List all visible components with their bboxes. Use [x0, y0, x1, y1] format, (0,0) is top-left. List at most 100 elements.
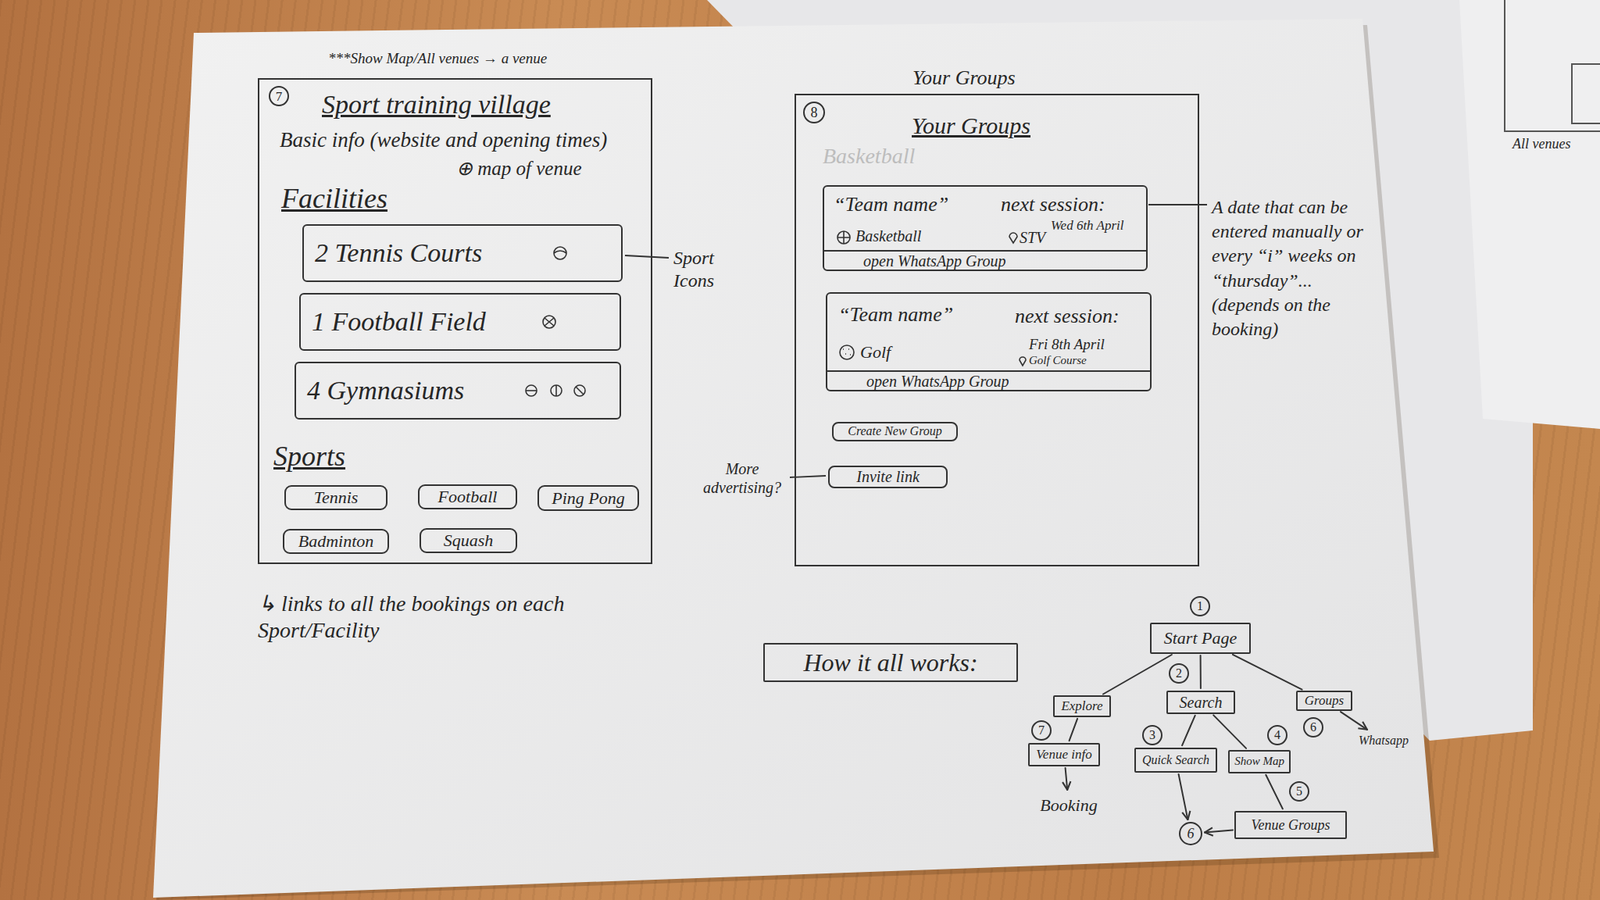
flow-connector	[1182, 715, 1196, 746]
flow-box: Groups	[1296, 690, 1353, 711]
annotation: Sport Icons	[673, 246, 736, 293]
pin-icon	[1009, 232, 1018, 243]
screen-heading: Your Groups	[912, 65, 1016, 90]
box-label: Search	[1179, 693, 1223, 712]
right-sheet	[1459, 0, 1600, 429]
circle-node: 6	[1178, 821, 1203, 846]
node-text: Sport training village	[321, 89, 551, 120]
flow-connector	[1200, 655, 1202, 689]
phone-frame: Sport training villageBasic info (websit…	[257, 78, 653, 565]
ball-icon	[550, 385, 562, 397]
phone-frame: Your GroupsBasketball“Team name”next ses…	[794, 93, 1200, 567]
annotation: ↳ links to all the bookings on each Spor…	[257, 590, 586, 643]
box-label: Venue info	[1035, 746, 1092, 763]
ball-seam	[553, 250, 567, 254]
callout-number: 4	[1267, 725, 1288, 746]
node-text: Your Groups	[911, 112, 1031, 140]
flow-box: Venue info	[1028, 742, 1100, 767]
flow-connector	[1265, 775, 1283, 810]
basketball-icon	[837, 231, 850, 244]
node-text: “Team name”	[833, 192, 949, 217]
callout-number: 7	[268, 85, 290, 107]
node-text: next session:	[1000, 192, 1106, 217]
sport-pill: Tennis	[284, 485, 388, 511]
node-text: Fri 8th April	[1028, 335, 1105, 354]
ball-icon	[553, 246, 567, 260]
flow-connector	[1103, 654, 1172, 695]
box-label: Quick Search	[1142, 753, 1210, 768]
box-label: Football	[438, 486, 498, 507]
facility-box: 2 Tennis Courts	[302, 224, 623, 283]
note-text: ***Show Map/All venues → a venue	[328, 50, 547, 68]
ball-icon	[574, 385, 586, 397]
box-label: Tennis	[314, 487, 359, 508]
node-text: Sports	[273, 440, 346, 473]
node-text: Facilities	[281, 182, 388, 215]
callout-number: 2	[1168, 663, 1190, 684]
flow-connector	[1178, 774, 1189, 820]
facility-box: 1 Football Field	[299, 292, 622, 351]
box-label: Groups	[1304, 692, 1344, 709]
flow-connector	[1340, 711, 1368, 730]
flow-box: Venue Groups	[1234, 810, 1347, 840]
flow-text-node: Booking	[1029, 792, 1108, 819]
box-label: Explore	[1060, 698, 1103, 715]
callout-number: 5	[1289, 781, 1310, 802]
flow-box: Quick Search	[1134, 747, 1218, 773]
golf-icon	[839, 345, 854, 360]
box-label: Badminton	[298, 531, 375, 551]
sport-pill: Squash	[419, 528, 518, 554]
flow-text-node: Whatsapp	[1350, 731, 1418, 751]
callout-number: 3	[1142, 725, 1163, 746]
ball-seam	[555, 385, 558, 397]
annotation: More advertising?	[697, 459, 787, 497]
box-label: How it all works:	[803, 648, 978, 678]
node-text: Golf Course	[1028, 353, 1087, 368]
node-text: Golf	[860, 342, 891, 362]
box-label: Venue Groups	[1251, 817, 1331, 834]
flow-connector	[1204, 829, 1233, 833]
node-text: open WhatsApp Group	[827, 370, 1150, 391]
ball-seam	[842, 349, 851, 355]
group-card: “Team name”next session:GolfFri 8th Apri…	[825, 292, 1152, 392]
sketch-frame-edge	[1504, 0, 1600, 132]
box-label: Start Page	[1164, 628, 1238, 648]
flow-connector	[1232, 654, 1303, 690]
ball-seam	[544, 317, 554, 326]
flow-connector	[1069, 718, 1079, 741]
ball-seam	[575, 386, 584, 395]
box-label: Ping Pong	[551, 488, 625, 508]
pin-icon	[1019, 357, 1026, 366]
ball-seam	[837, 231, 850, 244]
box-label: Create New Group	[847, 424, 943, 439]
ball-seam	[525, 389, 537, 392]
node-text: ⊕ map of venue	[456, 157, 583, 181]
ball-icon	[525, 385, 537, 397]
box-label: 4 Gymnasiums	[307, 375, 465, 406]
box-label: 2 Tennis Courts	[314, 237, 483, 268]
node-text: Basic info (website and opening times)	[279, 128, 608, 153]
node-text: STV	[1019, 228, 1046, 247]
flow-connector	[1065, 767, 1068, 790]
button: Invite link	[828, 465, 948, 489]
box-label: Booking	[1039, 795, 1097, 815]
sport-pill: Badminton	[282, 528, 390, 554]
button: Create New Group	[832, 421, 958, 442]
title-box: How it all works:	[763, 642, 1018, 683]
annotation: A date that can be entered manually or e…	[1211, 195, 1365, 342]
flow-box: Explore	[1053, 695, 1111, 718]
flow-box: Start Page	[1150, 622, 1251, 654]
node-text: Basketball	[822, 143, 915, 169]
callout-number: 1	[1189, 596, 1211, 617]
flow-connector	[1213, 714, 1247, 749]
sheet-text: All venues	[1512, 135, 1571, 154]
node-text: Basketball	[855, 227, 922, 246]
node-text: Wed 6th April	[1050, 217, 1125, 234]
callout-number: 6	[1303, 717, 1324, 738]
sport-pill: Ping Pong	[537, 485, 640, 511]
box-label: Squash	[443, 530, 494, 550]
flow-box: Show Map	[1228, 750, 1291, 774]
node-text: “Team name”	[838, 303, 954, 327]
group-card: “Team name” next session: Basketball STVWed…	[822, 185, 1148, 272]
